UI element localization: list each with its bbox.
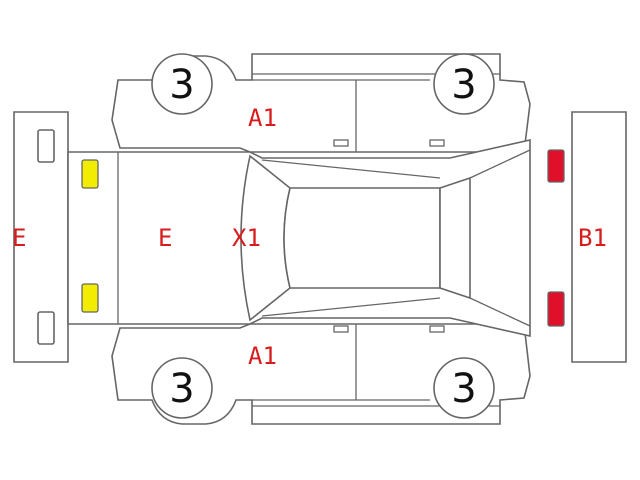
wheel-rear-right-score: 3	[451, 366, 476, 412]
front-bumper	[13, 111, 69, 363]
label-right-side: A1	[248, 342, 277, 370]
rear-right-light	[547, 291, 565, 327]
front-left-light	[81, 159, 99, 189]
wheel-rear-right: 3	[433, 357, 495, 419]
wheel-front-right-score: 3	[169, 366, 194, 412]
wheel-front-left: 3	[151, 53, 213, 115]
label-bonnet: E	[158, 224, 172, 252]
front-right-light	[81, 283, 99, 313]
wheel-rear-left-score: 3	[451, 62, 476, 108]
rear-bumper	[571, 111, 627, 363]
label-left-side: A1	[248, 104, 277, 132]
label-windshield: X1	[232, 224, 261, 252]
right-side-panel	[111, 323, 531, 425]
label-rear-bumper: B1	[578, 224, 607, 252]
wheel-front-left-score: 3	[169, 62, 194, 108]
rear-left-light	[547, 149, 565, 183]
wheel-front-right: 3	[151, 357, 213, 419]
wheel-rear-left: 3	[433, 53, 495, 115]
car-body-top-view	[67, 139, 531, 337]
label-front-bumper: E	[12, 224, 26, 252]
